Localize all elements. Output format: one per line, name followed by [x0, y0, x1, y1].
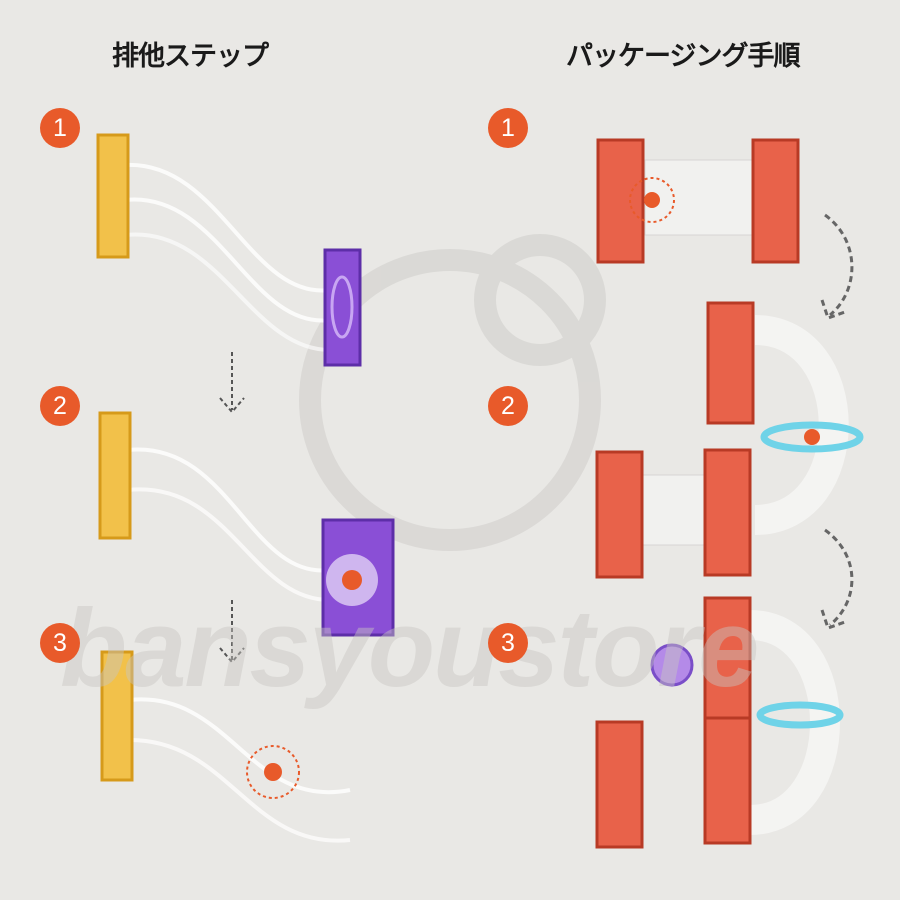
curved-arrow-icon [820, 528, 854, 630]
left-step-3-illustration [100, 650, 351, 843]
step-badge-right-3: 3 [488, 623, 528, 663]
step-badge-right-2: 2 [488, 386, 528, 426]
logo-watermark [299, 234, 606, 551]
step-badge-left-1: 1 [40, 108, 80, 148]
curved-arrow-icon [820, 213, 854, 320]
right-step-2-illustration [595, 301, 864, 579]
right-step-1-illustration [596, 138, 800, 264]
arrow-down-icon [219, 352, 245, 414]
left-step-2-illustration [98, 411, 395, 637]
left-step-1-illustration [96, 133, 362, 367]
step-badge-left-3: 3 [40, 623, 80, 663]
arrow-down-icon [219, 600, 245, 664]
left-column-title: 排他ステップ [112, 41, 269, 72]
right-column-title: パッケージング手順 [566, 41, 800, 72]
right-step-3-illustration [595, 596, 844, 849]
step-badge-left-2: 2 [40, 386, 80, 426]
watermark-text: bansyoustore [60, 587, 759, 710]
step-badge-right-1: 1 [488, 108, 528, 148]
